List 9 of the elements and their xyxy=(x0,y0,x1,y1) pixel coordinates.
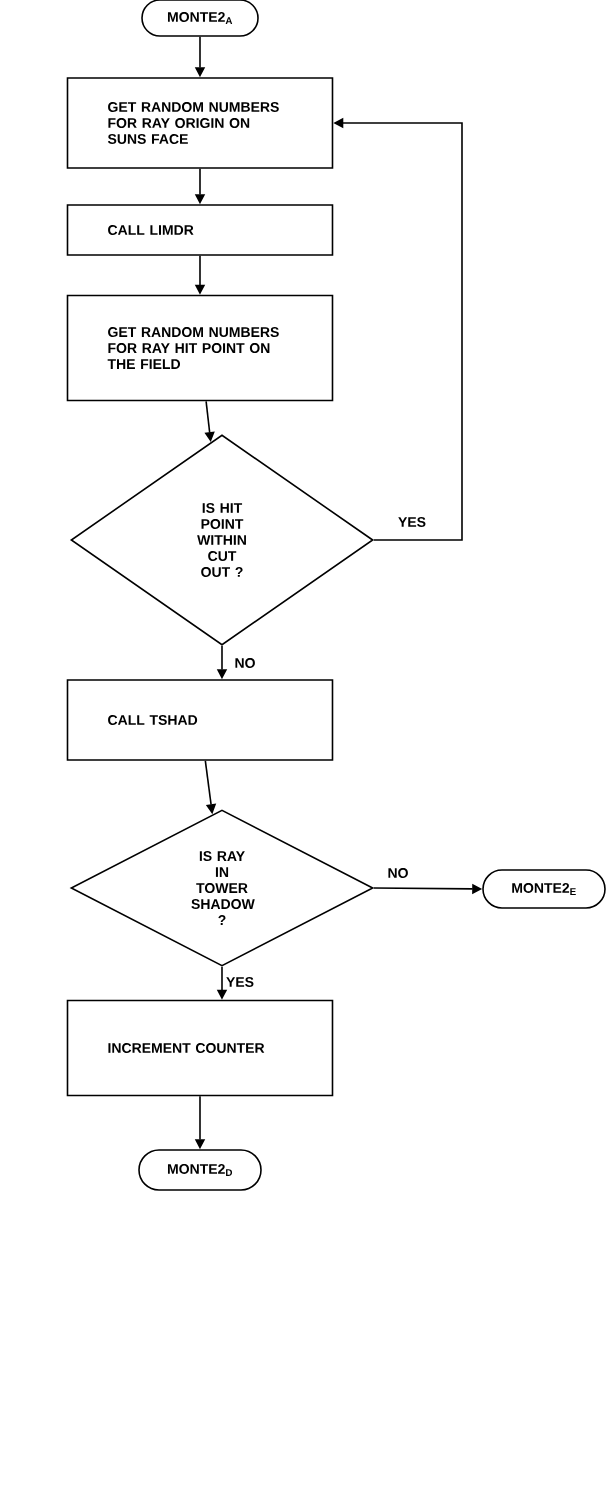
process-box: CALL LIMDR xyxy=(66,204,334,256)
edge-label: YES xyxy=(225,976,255,988)
edge-label: NO xyxy=(386,867,410,879)
edge-label: NO xyxy=(233,657,257,669)
process-box: INCREMENT COUNTER xyxy=(66,999,334,1097)
process-box: CALL TSHAD xyxy=(66,679,334,761)
edge-label: YES xyxy=(397,516,427,528)
process-box: GET RANDOM NUMBERS FOR RAY ORIGIN ON SUNS FACE xyxy=(66,77,334,169)
process-box: GET RANDOM NUMBERS FOR RAY HIT POINT ON THE FIELD xyxy=(66,294,334,402)
